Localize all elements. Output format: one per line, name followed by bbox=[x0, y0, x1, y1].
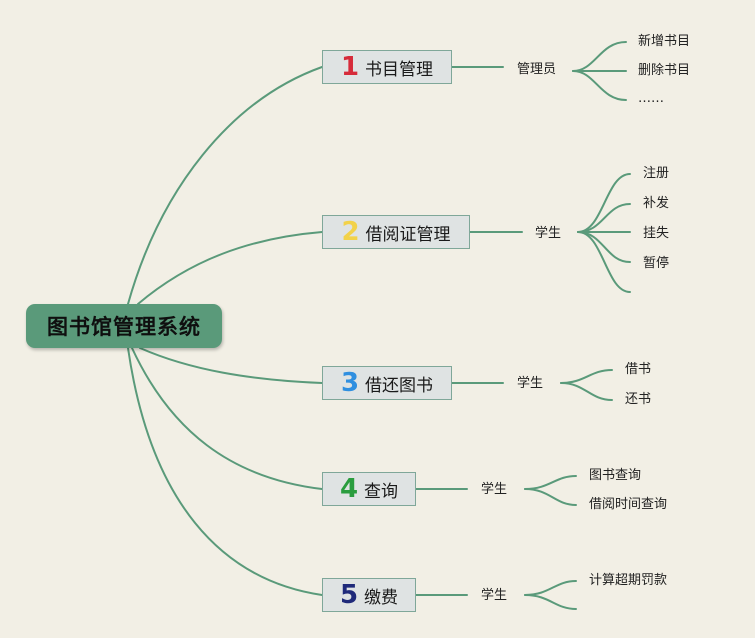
root-to-branch-3-line bbox=[139, 347, 323, 384]
branch-node-card-management: 2 借阅证管理 bbox=[322, 215, 470, 249]
leaf-line bbox=[560, 369, 613, 384]
leaf-line bbox=[572, 41, 627, 72]
branch-number: 1 bbox=[340, 52, 360, 82]
leaf-label: 删除书目 bbox=[638, 63, 691, 78]
branch-number: 4 bbox=[339, 474, 359, 504]
role-label: 学生 bbox=[535, 226, 562, 241]
root-to-branch-1-line bbox=[127, 66, 323, 305]
leaf-line bbox=[524, 475, 577, 490]
leaf-line bbox=[524, 580, 577, 596]
leaf-label: 补发 bbox=[643, 196, 670, 211]
branch-label: 查询 bbox=[364, 481, 399, 502]
branch-label: 借阅证管理 bbox=[365, 224, 451, 245]
leaf-line bbox=[524, 594, 577, 610]
leaf-line bbox=[572, 70, 627, 101]
branch-number: 5 bbox=[339, 580, 359, 610]
leaf-label: 暂停 bbox=[643, 256, 670, 271]
branch-node-query: 4 查询 bbox=[322, 472, 416, 506]
leaf-label: 新增书目 bbox=[638, 34, 691, 49]
branch-label: 借还图书 bbox=[365, 375, 434, 396]
leaf-label: 注册 bbox=[643, 166, 670, 181]
branch-node-borrow-return: 3 借还图书 bbox=[322, 366, 452, 400]
root-node: 图书馆管理系统 bbox=[26, 304, 222, 348]
branch-label: 书目管理 bbox=[365, 59, 434, 80]
role-label: 学生 bbox=[481, 482, 508, 497]
root-to-branch-4-line bbox=[131, 347, 323, 490]
leaf-label: 还书 bbox=[625, 392, 652, 407]
root-to-branch-5-line bbox=[127, 347, 323, 596]
leaf-label: 计算超期罚款 bbox=[589, 573, 668, 588]
leaf-line bbox=[577, 173, 631, 233]
leaf-line bbox=[577, 231, 631, 263]
leaf-line bbox=[524, 488, 577, 506]
leaf-line bbox=[577, 203, 631, 233]
role-label: 学生 bbox=[481, 588, 508, 603]
leaf-label: 借阅时间查询 bbox=[589, 497, 668, 512]
root-label: 图书馆管理系统 bbox=[47, 315, 201, 339]
leaf-label: …… bbox=[638, 91, 664, 106]
branch-label: 缴费 bbox=[364, 587, 399, 608]
branch-node-payment: 5 缴费 bbox=[322, 578, 416, 612]
leaf-label: 挂失 bbox=[643, 226, 670, 241]
branch-number: 3 bbox=[340, 368, 360, 398]
role-label: 管理员 bbox=[517, 62, 557, 77]
leaf-label: 图书查询 bbox=[589, 468, 642, 483]
leaf-label: 借书 bbox=[625, 362, 652, 377]
branch-node-book-management: 1 书目管理 bbox=[322, 50, 452, 84]
leaf-line bbox=[560, 382, 613, 401]
leaf-line bbox=[577, 231, 631, 293]
root-to-branch-2-line bbox=[137, 231, 323, 305]
branch-number: 2 bbox=[341, 217, 360, 247]
role-label: 学生 bbox=[517, 376, 544, 391]
